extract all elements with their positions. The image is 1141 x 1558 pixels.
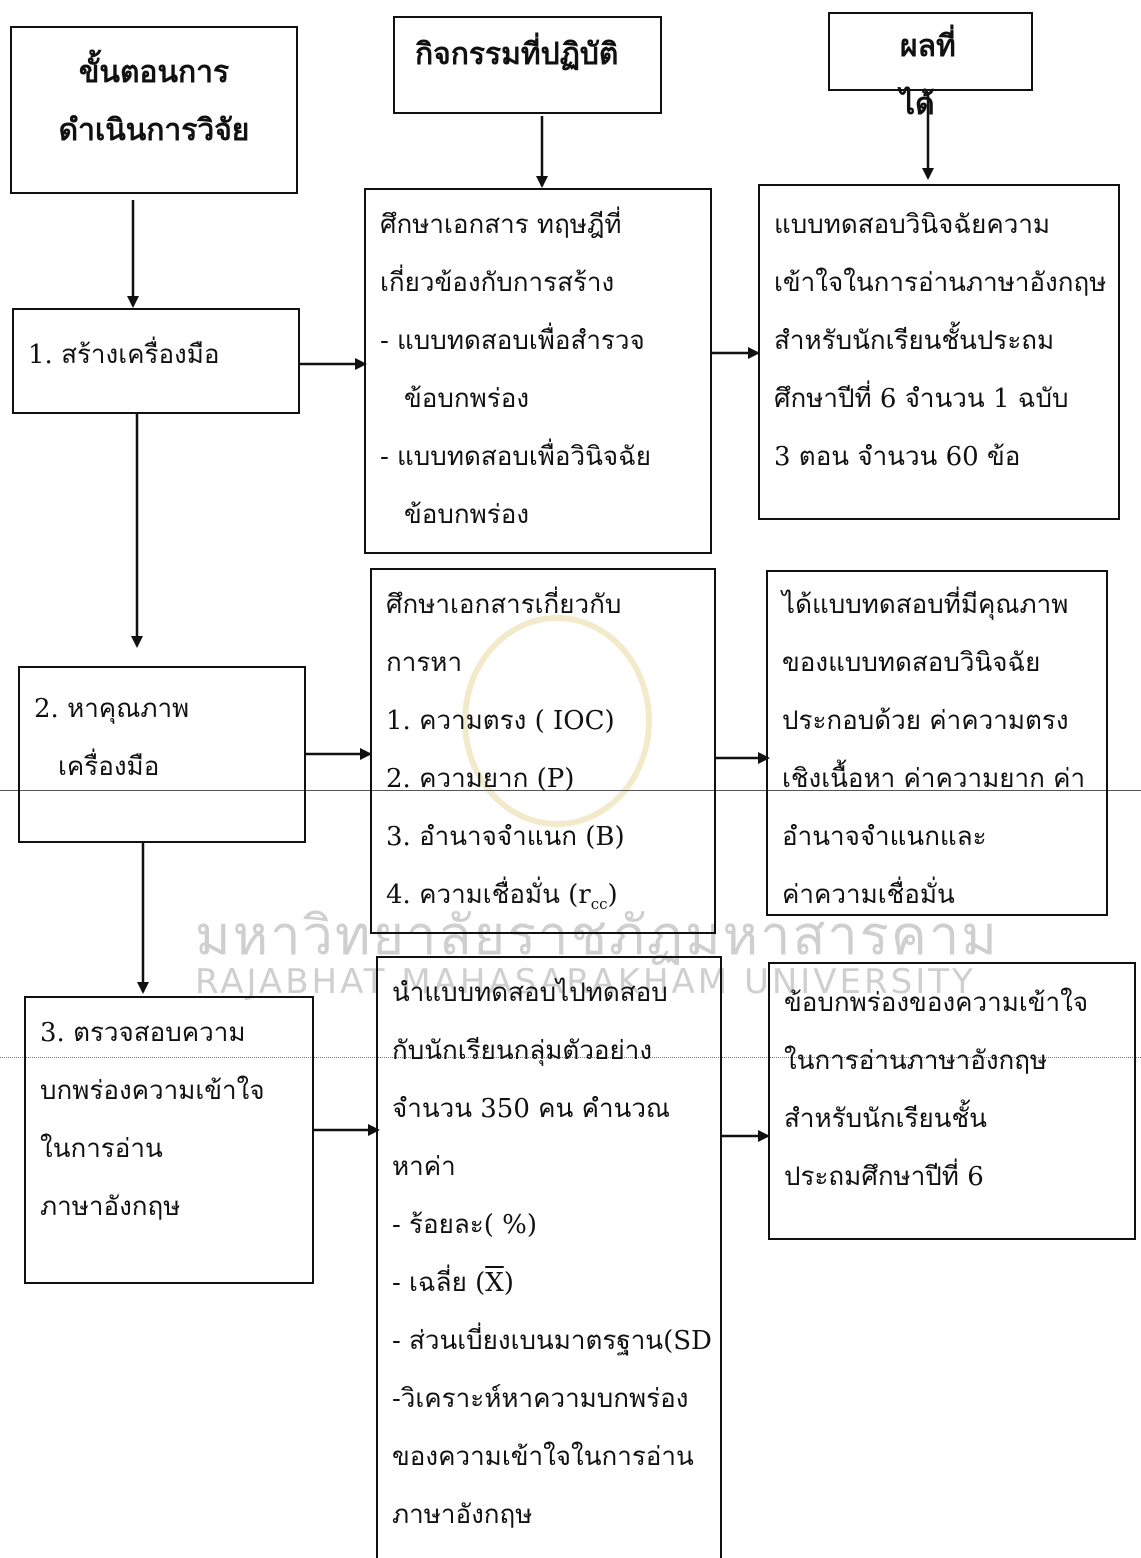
activity-1-box: ศึกษาเอกสาร ทฤษฎีที่ เกี่ยวข้องกับการสร้… [364,188,712,554]
activity-2-line: ศึกษาเอกสารเกี่ยวกับ [386,590,622,620]
activity-3-line: หาค่า [392,1152,456,1182]
result-1-line: ศึกษาปีที่ 6 จำนวน 1 ฉบับ [774,384,1069,414]
result-2-line: ได้แบบทดสอบที่มีคุณภาพ [782,590,1069,620]
step-3-line: 3. ตรวจสอบความ [40,1018,246,1048]
activity-1-line: ข้อบกพร่อง [404,500,530,530]
result-1-line: 3 ตอน จำนวน 60 ข้อ [774,442,1021,472]
activity-3-xbar-symbol: X [485,1268,504,1298]
header-results-label: ผลที่ได้ [900,29,956,122]
activity-3-mean-text: - เฉลี่ย ( [392,1268,486,1298]
watermark-english: RAJABHAT MAHASARAKHAM UNIVERSITY [195,962,976,1002]
activity-3-line: - ร้อยละ( %) [392,1210,538,1240]
activity-1-line: ศึกษาเอกสาร ทฤษฎีที่ [380,210,622,240]
result-2-line: เชิงเนื้อหา ค่าความยาก ค่า [782,764,1086,794]
activity-2-rcc-subscript: cc [590,895,608,914]
activity-3-line: นำแบบทดสอบไปทดสอบ [392,978,668,1008]
activity-2-line: การหา [386,648,463,678]
activity-3-line: จำนวน 350 คน คำนวณ [392,1094,671,1124]
activity-2-rcc-close: ) [607,880,618,910]
scan-rule-line [0,790,1141,791]
result-3-line: ในการอ่านภาษาอังกฤษ [784,1046,1048,1076]
header-steps-line-2: ดำเนินการวิจัย [58,113,250,148]
step-2-line: เครื่องมือ [58,752,160,782]
step-1-box: 1. สร้างเครื่องมือ [12,308,300,414]
result-3-box: ข้อบกพร่องของความเข้าใจ ในการอ่านภาษาอัง… [768,962,1136,1240]
result-3-line: สำหรับนักเรียนชั้น [784,1104,987,1134]
result-2-line: ประกอบด้วย ค่าความตรง [782,706,1069,736]
activity-3-line: ภาษาอังกฤษ [392,1500,533,1530]
result-1-box: แบบทดสอบวินิจฉัยความ เข้าใจในการอ่านภาษา… [758,184,1120,520]
activity-1-line: - แบบทดสอบเพื่อสำรวจ [380,326,645,356]
activity-2-box: ศึกษาเอกสารเกี่ยวกับ การหา 1. ความตรง ( … [370,568,716,934]
activity-2-rcc-text: 4. ความเชื่อมั่น (r [386,880,591,910]
university-seal-watermark [462,615,652,827]
step-2-line: 2. หาคุณภาพ [34,694,190,724]
activity-2-line: 2. ความยาก (P) [386,764,575,794]
result-2-line: อำนาจจำแนกและ [782,822,987,852]
activity-1-line: - แบบทดสอบเพื่อวินิจฉัย [380,442,652,472]
activity-3-line: - เฉลี่ย (X) [392,1254,706,1312]
activity-3-line: - ส่วนเบี่ยงเบนมาตรฐาน(SD [392,1326,712,1356]
activity-3-line: ของความเข้าใจในการอ่าน [392,1442,694,1472]
step-3-box: 3. ตรวจสอบความ บกพร่องความเข้าใจ ในการอ่… [24,996,314,1284]
result-2-line: ค่าความเชื่อมั่น [782,880,955,910]
header-results-box: ผลที่ได้ [828,12,1033,122]
activity-3-box: นำแบบทดสอบไปทดสอบ กับนักเรียนกลุ่มตัวอย่… [376,956,722,1558]
activity-1-line: ข้อบกพร่อง [404,384,530,414]
result-1-line: สำหรับนักเรียนชั้นประถม [774,326,1055,356]
result-1-line: เข้าใจในการอ่านภาษาอังกฤษ [774,268,1107,298]
step-3-line: ในการอ่าน [40,1134,163,1164]
result-2-box: ได้แบบทดสอบที่มีคุณภาพ ของแบบทดสอบวินิจฉ… [766,570,1108,916]
scan-rule-dotted-line [0,1057,1141,1058]
activity-1-line: เกี่ยวข้องกับการสร้าง [380,268,615,298]
result-3-line: ประถมศึกษาปีที่ 6 [784,1162,984,1192]
activity-2-line: 1. ความตรง ( IOC) [386,706,615,736]
header-steps-box: ขั้นตอนการ ดำเนินการวิจัย [10,26,298,194]
activity-2-line: 3. อำนาจจำแนก (B) [386,822,625,852]
result-3-line: ข้อบกพร่องของความเข้าใจ [784,988,1089,1018]
header-steps-line-1: ขั้นตอนการ [78,55,230,90]
step-3-line: ภาษาอังกฤษ [40,1192,181,1222]
result-2-line: ของแบบทดสอบวินิจฉัย [782,648,1041,678]
activity-3-line: -วิเคราะห์หาความบกพร่อง [392,1384,689,1414]
result-1-line: แบบทดสอบวินิจฉัยความ [774,210,1051,240]
step-1-line: 1. สร้างเครื่องมือ [28,340,220,370]
activity-2-line: 4. ความเชื่อมั่น (rcc) [386,866,700,933]
activity-3-mean-close: ) [503,1268,514,1298]
step-3-line: บกพร่องความเข้าใจ [40,1076,265,1106]
step-2-box: 2. หาคุณภาพ เครื่องมือ [18,666,306,843]
header-activities-box: กิจกรรมที่ปฏิบัติ [393,16,662,114]
header-activities-label: กิจกรรมที่ปฏิบัติ [415,37,619,72]
activity-3-line: กับนักเรียนกลุ่มตัวอย่าง [392,1036,653,1066]
